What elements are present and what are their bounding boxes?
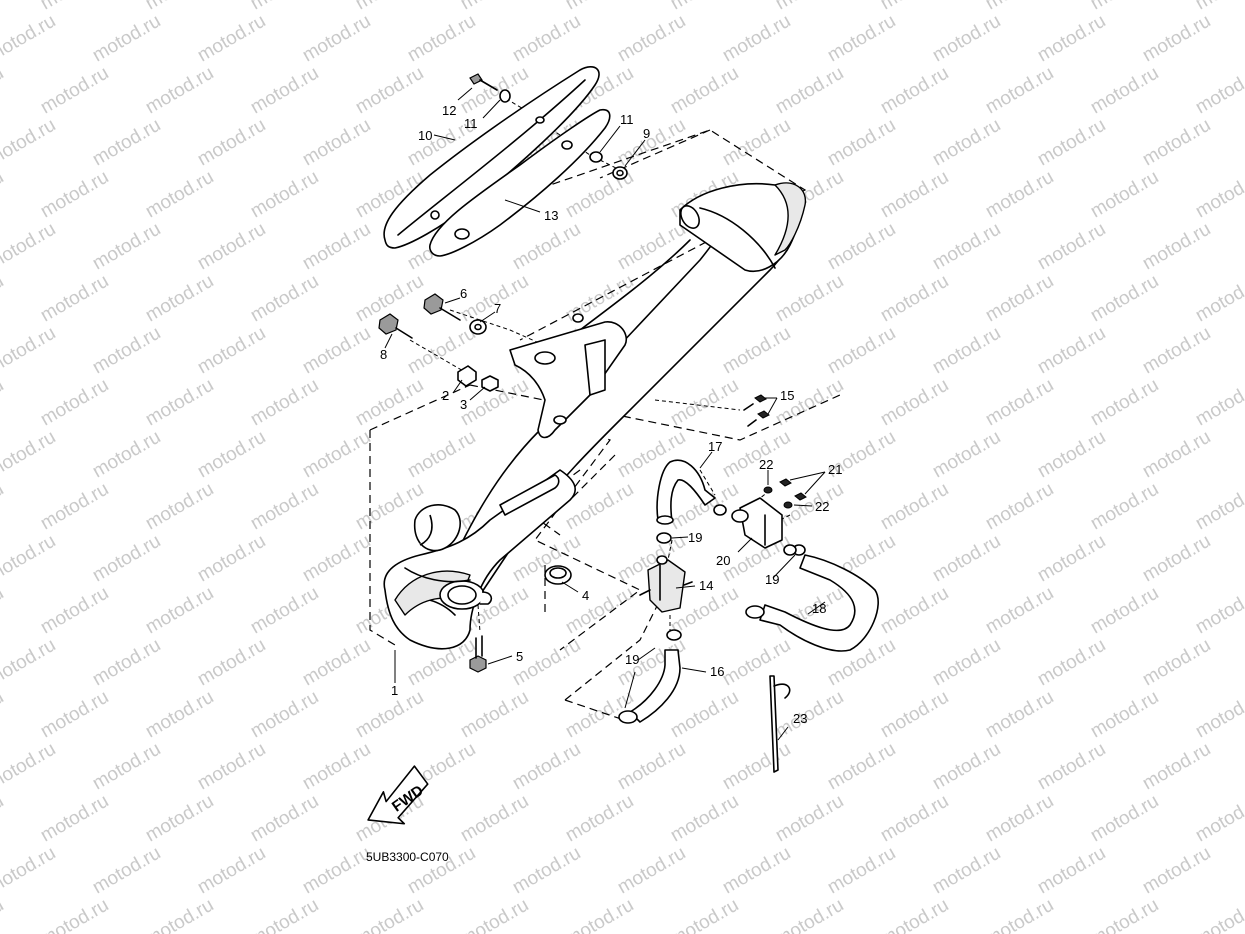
callout-14: 14	[699, 578, 713, 593]
callout-20: 20	[716, 553, 730, 568]
callout-4: 4	[582, 588, 589, 603]
callout-2: 2	[442, 388, 449, 403]
callout-22a: 22	[759, 457, 773, 472]
callout-numbers: 1 2 3 4 5 6 7 8 9 10 11 11 12 13 14 15 1…	[380, 103, 842, 726]
callout-10: 10	[418, 128, 432, 143]
callout-leaders	[384, 87, 826, 741]
heat-protector-inner	[429, 108, 611, 257]
callout-1: 1	[391, 683, 398, 698]
callout-11b: 11	[620, 112, 634, 127]
exhaust-pipe	[383, 469, 576, 650]
callout-13: 13	[544, 208, 558, 223]
callout-3: 3	[460, 397, 467, 412]
callout-12: 12	[442, 103, 456, 118]
callout-11a: 11	[464, 116, 478, 131]
callout-19a: 19	[688, 530, 702, 545]
fasteners	[378, 73, 807, 673]
callout-18: 18	[812, 601, 826, 616]
callout-22b: 22	[815, 499, 829, 514]
callout-5: 5	[516, 649, 523, 664]
callout-16: 16	[710, 664, 724, 679]
callout-23: 23	[793, 711, 807, 726]
drawing-code: 5UB3300-C070	[366, 850, 449, 864]
callout-7: 7	[494, 301, 501, 316]
watermark-text: motod.ru	[0, 895, 7, 934]
callout-19c: 19	[625, 652, 639, 667]
callout-19b: 19	[765, 572, 779, 587]
callout-15: 15	[780, 388, 794, 403]
callout-17: 17	[708, 439, 722, 454]
mounting-bracket	[509, 313, 627, 439]
callout-8: 8	[380, 347, 387, 362]
callout-9: 9	[643, 126, 650, 141]
heat-protector-outer	[383, 66, 600, 249]
callout-21: 21	[828, 462, 842, 477]
air-induction-parts	[618, 459, 879, 773]
callout-6: 6	[460, 286, 467, 301]
fwd-arrow: FWD	[367, 765, 429, 825]
